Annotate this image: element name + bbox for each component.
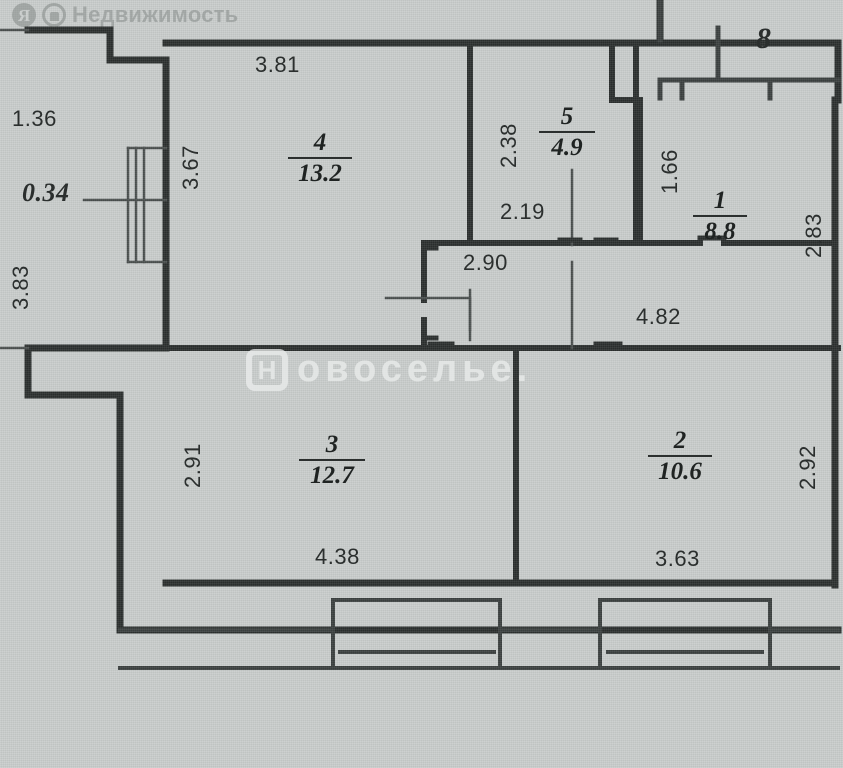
- room-number: 3: [325, 431, 339, 458]
- room-number: 5: [560, 103, 574, 130]
- top-balcony: [657, 0, 841, 101]
- room-area: 10.6: [658, 458, 702, 486]
- dimension-2-92: 2.92: [795, 445, 820, 490]
- yandex-realty-label: Недвижимость: [72, 2, 239, 27]
- dimension-0-34: 0.34: [22, 178, 70, 207]
- dimension-2-91: 2.91: [180, 443, 205, 488]
- room-number: 4: [313, 129, 327, 156]
- detail-lines: [0, 28, 574, 350]
- exterior-walls: [24, 0, 842, 634]
- room-label-1: 1 8.8: [676, 187, 764, 246]
- room-area: 8.8: [704, 218, 736, 246]
- dimension-4-82: 4.82: [636, 304, 681, 329]
- dimension-2-19: 2.19: [500, 199, 545, 224]
- yandex-realty-watermark: Я Недвижимость: [12, 2, 238, 28]
- door-openings: [421, 235, 727, 347]
- room-number: 2: [673, 427, 687, 454]
- dimension-1-66: 1.66: [657, 149, 682, 194]
- dimension-3-83: 3.83: [8, 265, 33, 310]
- dimension-2-83: 2.83: [801, 213, 826, 258]
- yandex-logo-icon: Я: [12, 3, 36, 27]
- balcony-label-8: 8: [756, 22, 771, 55]
- room-label-3: 3 12.7: [283, 431, 381, 490]
- room-number: 1: [713, 187, 727, 214]
- dimension-3-63: 3.63: [655, 546, 700, 571]
- dimension-4-38: 4.38: [315, 544, 360, 569]
- room-area: 4.9: [551, 134, 583, 162]
- room-rule: [693, 215, 747, 218]
- location-pin-icon: [42, 3, 66, 27]
- room-rule: [299, 459, 365, 462]
- room-rule: [648, 455, 712, 458]
- room-label-4: 4 13.2: [272, 129, 368, 188]
- room-label-2: 2 10.6: [632, 427, 728, 486]
- dimension-3-67: 3.67: [178, 145, 203, 190]
- dimension-2-38: 2.38: [496, 123, 521, 168]
- dimension-3-81: 3.81: [255, 52, 300, 77]
- room-area: 12.7: [310, 462, 354, 490]
- dimension-2-90: 2.90: [463, 250, 508, 275]
- room-label-5: 5 4.9: [522, 103, 612, 162]
- bottom-balconies: [118, 598, 840, 670]
- interior-walls: [163, 40, 841, 586]
- room-rule: [288, 157, 352, 160]
- dimension-1-36: 1.36: [12, 106, 57, 131]
- room-rule: [539, 131, 595, 134]
- room-area: 13.2: [298, 160, 342, 188]
